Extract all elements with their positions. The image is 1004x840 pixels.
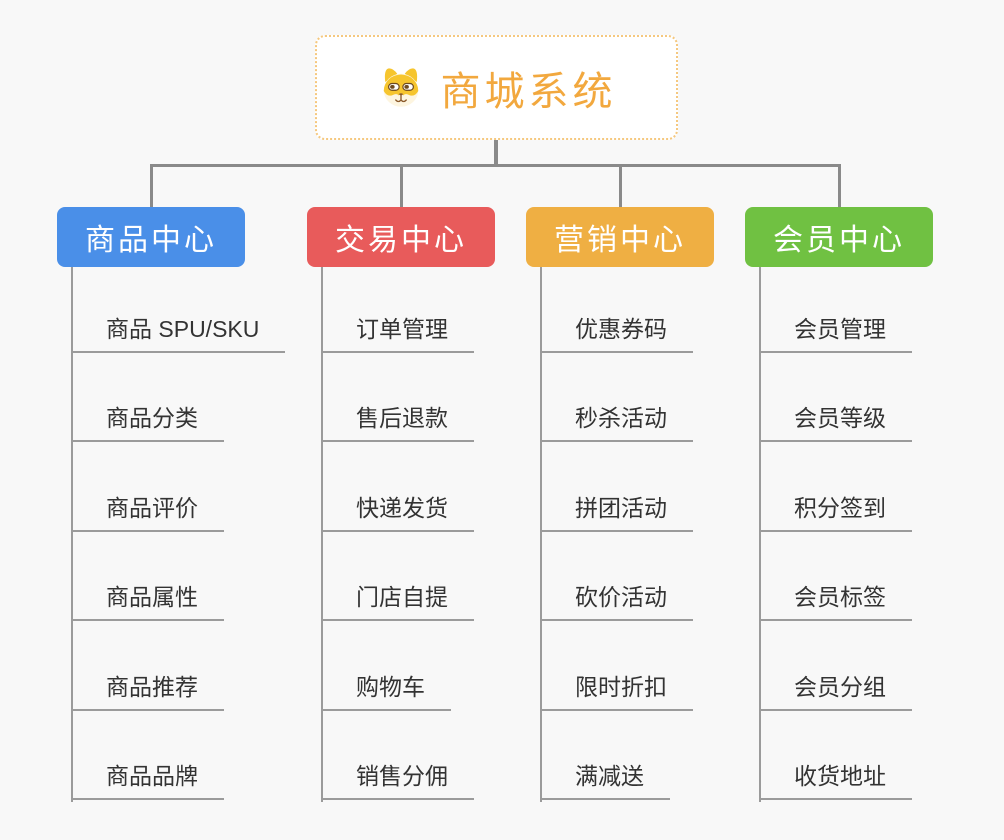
root-connector-line — [494, 140, 498, 166]
child-node[interactable]: 购物车 — [321, 663, 451, 711]
root-title: 商城系统 — [440, 69, 617, 114]
child-node[interactable]: 限时折扣 — [540, 663, 693, 711]
child-node[interactable]: 秒杀活动 — [540, 394, 693, 442]
branch-drop-connector-line — [838, 164, 841, 207]
child-node[interactable]: 积分签到 — [759, 484, 912, 532]
child-node[interactable]: 会员分组 — [759, 663, 912, 711]
branch-drop-connector-line — [150, 164, 153, 207]
branch-drop-connector-line — [400, 164, 403, 207]
branch-trunk-line — [759, 267, 761, 802]
shiba-dog-icon — [383, 67, 418, 107]
child-node[interactable]: 商品评价 — [71, 484, 224, 532]
child-node[interactable]: 订单管理 — [321, 305, 474, 353]
child-node[interactable]: 会员管理 — [759, 305, 912, 353]
branch-bus-connector-line — [150, 164, 840, 167]
child-node[interactable]: 拼团活动 — [540, 484, 693, 532]
branch-drop-connector-line — [619, 164, 622, 207]
child-node[interactable]: 砍价活动 — [540, 573, 693, 621]
child-node[interactable]: 满减送 — [540, 752, 670, 800]
child-node[interactable]: 收货地址 — [759, 752, 912, 800]
child-node[interactable]: 售后退款 — [321, 394, 474, 442]
root-node[interactable]: 商城系统 — [315, 35, 678, 140]
child-node[interactable]: 优惠券码 — [540, 305, 693, 353]
child-node[interactable]: 商品属性 — [71, 573, 224, 621]
branch-trunk-line — [71, 267, 73, 802]
child-node[interactable]: 商品推荐 — [71, 663, 224, 711]
child-node[interactable]: 快递发货 — [321, 484, 474, 532]
child-node[interactable]: 商品 SPU/SKU — [71, 305, 286, 353]
child-node[interactable]: 门店自提 — [321, 573, 474, 621]
branch-node-product-center[interactable]: 商品中心 — [57, 207, 245, 267]
child-node[interactable]: 商品品牌 — [71, 752, 224, 800]
branch-trunk-line — [540, 267, 542, 802]
child-node[interactable]: 会员标签 — [759, 573, 912, 621]
child-node[interactable]: 会员等级 — [759, 394, 912, 442]
branch-node-trade-center[interactable]: 交易中心 — [307, 207, 495, 267]
child-node[interactable]: 销售分佣 — [321, 752, 474, 800]
branch-node-member-center[interactable]: 会员中心 — [745, 207, 933, 267]
branch-trunk-line — [321, 267, 323, 802]
branch-node-marketing-center[interactable]: 营销中心 — [526, 207, 714, 267]
child-node[interactable]: 商品分类 — [71, 394, 224, 442]
